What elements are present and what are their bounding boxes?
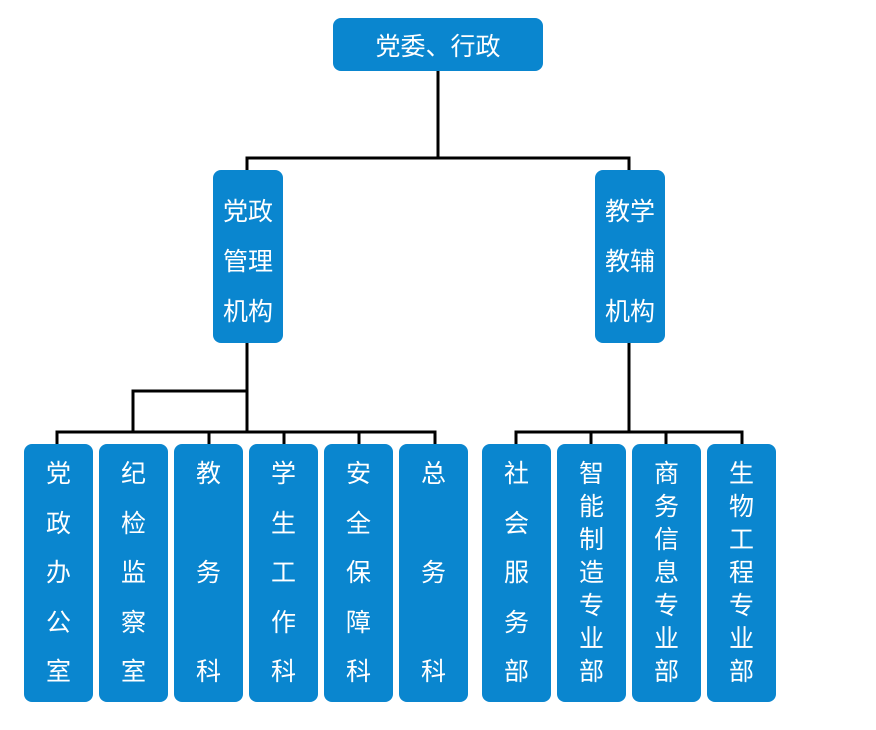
node-label-char: 室 (120, 657, 146, 686)
node-label-char: 教 (195, 459, 221, 488)
node-label-char: 办 (45, 558, 71, 587)
node-label-char: 障 (345, 607, 371, 637)
node-label-char: 业 (728, 624, 754, 653)
node-label-line: 教学 (604, 197, 655, 226)
node-discipline-office: 纪检监察室 (99, 444, 168, 702)
node-label-char: 室 (45, 657, 71, 686)
node-label-char: 制 (578, 525, 604, 554)
node-label-char: 务 (503, 607, 529, 637)
node-label-char: 专 (728, 591, 754, 620)
node-label-char: 总 (420, 459, 446, 488)
node-label-char: 保 (345, 558, 371, 587)
node-label-char: 会 (503, 508, 529, 538)
node-label-char: 业 (653, 624, 679, 653)
node-label-char: 纪 (120, 459, 146, 488)
node-social-services: 社会服务部 (482, 444, 551, 702)
node-label-char: 业 (578, 624, 604, 653)
node-smart-manufacturing: 智能制造专业部 (557, 444, 626, 702)
node-label-char: 部 (653, 657, 679, 686)
node-label-char: 科 (270, 657, 296, 686)
node-label-char (430, 511, 438, 536)
node-label-char: 生 (728, 459, 754, 488)
node-label-char: 工 (270, 558, 296, 587)
node-label-line: 机构 (604, 297, 655, 326)
node-label-char: 全 (345, 508, 371, 538)
node-label-char: 部 (728, 657, 754, 686)
node-security: 安全保障科 (324, 444, 393, 702)
node-label-char: 服 (503, 558, 529, 587)
node-academic-affairs: 教 务 科 (174, 444, 243, 702)
node-label-char: 部 (578, 657, 604, 686)
node-party-admin-agencies: 党政 管理 机构 (213, 170, 283, 343)
node-label-char: 监 (120, 558, 146, 587)
node-label-char (205, 610, 213, 635)
node-label-char (205, 511, 213, 536)
node-label-char: 科 (195, 657, 221, 686)
node-label-char: 工 (728, 525, 754, 554)
node-label-char: 安 (345, 459, 371, 488)
node-student-affairs: 学生工作科 (249, 444, 318, 702)
node-label-char: 生 (270, 508, 296, 538)
node-label-char: 部 (503, 657, 529, 686)
node-label-char (430, 610, 438, 635)
node-label-char: 智 (578, 459, 604, 488)
node-label: 党委、行政 (375, 31, 501, 61)
node-label-char: 专 (653, 591, 679, 620)
node-label-line: 教辅 (604, 247, 655, 276)
node-label-char: 政 (45, 508, 71, 538)
node-general-affairs: 总 务 科 (399, 444, 468, 702)
node-label-char: 党 (45, 459, 71, 488)
node-label-line: 管理 (222, 247, 273, 276)
node-label-char: 物 (728, 492, 754, 521)
node-party-committee-admin: 党委、行政 (333, 18, 543, 71)
node-label-char: 务 (420, 558, 446, 587)
node-label-char: 程 (728, 558, 754, 587)
node-party-office: 党政办公室 (24, 444, 93, 702)
node-label-line: 机构 (222, 297, 273, 326)
node-label-char: 信 (653, 525, 679, 554)
node-label-char: 造 (578, 558, 604, 587)
node-label-char: 能 (578, 492, 604, 521)
node-label-char: 科 (345, 657, 371, 686)
node-label-char: 务 (195, 558, 221, 587)
node-business-info: 商务信息专业部 (632, 444, 701, 702)
node-label-char: 作 (270, 607, 296, 637)
node-label-char: 专 (578, 591, 604, 620)
node-label-char: 社 (503, 459, 529, 488)
node-label-char: 务 (653, 492, 679, 521)
node-label-char: 科 (420, 657, 446, 686)
node-bioengineering: 生物工程专业部 (707, 444, 776, 702)
node-teaching-agencies: 教学 教辅 机构 (595, 170, 665, 343)
node-label-char: 息 (653, 558, 679, 587)
node-label-char: 商 (653, 459, 679, 488)
node-label-char: 检 (120, 508, 146, 538)
node-label-line: 党政 (222, 197, 273, 226)
node-label-char: 察 (120, 607, 146, 637)
node-label-char: 学 (270, 459, 296, 488)
node-label-char: 公 (45, 607, 71, 637)
